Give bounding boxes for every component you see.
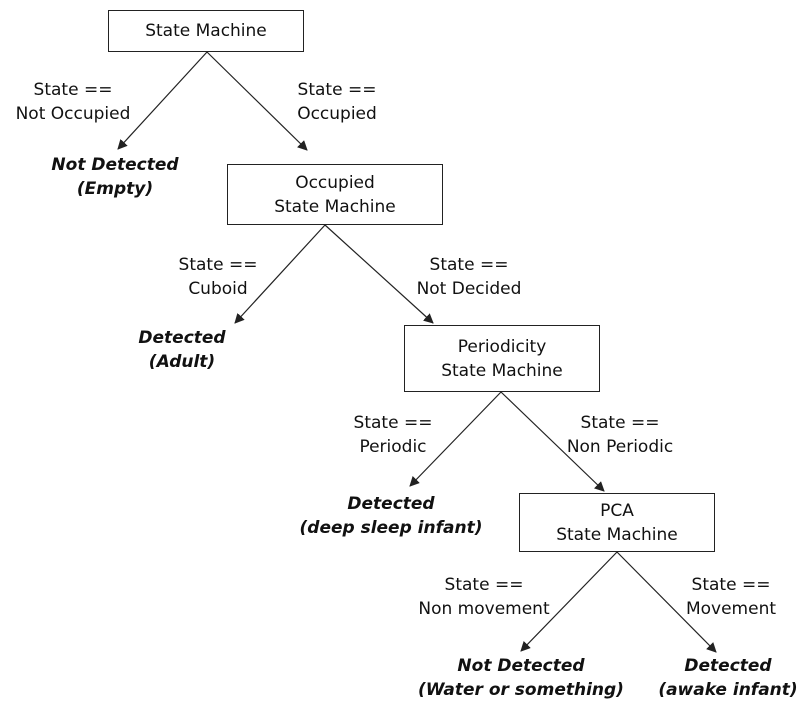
condition-line2: Not Decided [416,279,522,299]
condition-line2: Not Occupied [15,104,131,124]
result-not-detected-water: Not Detected (Water or something) [414,654,628,702]
arrow-periodicity-to-pca [500,391,605,492]
arrow-root-to-occupied [206,51,308,151]
arrow-pca-to-awake [616,551,717,653]
result-detected-awake-infant: Detected (awake infant) [656,654,800,702]
pca-state-machine-box: PCA State Machine [519,493,715,552]
condition-periodic: State == Periodic [338,411,448,459]
condition-movement: State == Movement [676,573,786,621]
condition-line2: Movement [685,599,777,619]
result-detected-adult: Detected (Adult) [122,326,242,374]
condition-line1: State == [178,255,258,275]
condition-line2: Cuboid [188,279,248,299]
condition-line1: State == [297,80,377,100]
result-not-detected-empty: Not Detected (Empty) [34,153,196,201]
state-machine-label: State Machine [145,21,267,41]
periodicity-box-line2: State Machine [441,360,563,381]
arrow-occupied-to-periodicity [324,224,434,324]
condition-line2: Periodic [359,437,427,457]
occupied-box-line2: State Machine [274,196,396,217]
result-line1: Detected [138,328,226,348]
result-line1: Detected [684,656,772,676]
state-machine-box: State Machine [108,10,304,52]
condition-line1: State == [444,575,524,595]
result-line2: (Water or something) [418,680,624,700]
condition-not-decided: State == Not Decided [404,253,534,301]
arrow-pca-to-water [520,551,618,652]
pca-box-line2: State Machine [556,524,678,545]
condition-line2: Non Periodic [566,437,674,457]
result-line1: Not Detected [51,155,179,175]
result-line1: Not Detected [457,656,585,676]
periodicity-box-line1: Periodicity [457,336,547,357]
result-line2: (Adult) [148,352,216,372]
arrow-occupied-to-adult [234,224,326,324]
condition-line1: State == [691,575,771,595]
result-line2: (Empty) [76,179,154,199]
pca-box-line1: PCA [600,500,634,521]
condition-occupied: State == Occupied [280,78,394,126]
condition-line2: Occupied [297,104,377,124]
condition-non-movement: State == Non movement [404,573,564,621]
result-detected-deep-sleep-infant: Detected (deep sleep infant) [294,492,488,540]
arrow-periodicity-to-deep-sleep [409,391,502,487]
occupied-state-machine-box: Occupied State Machine [227,164,443,225]
condition-not-occupied: State == Not Occupied [0,78,146,126]
condition-line1: State == [580,413,660,433]
result-line2: (awake infant) [658,680,798,700]
condition-line1: State == [429,255,509,275]
condition-line2: Non movement [418,599,550,619]
condition-line1: State == [353,413,433,433]
occupied-box-line1: Occupied [295,172,375,193]
result-line2: (deep sleep infant) [299,518,483,538]
periodicity-state-machine-box: Periodicity State Machine [404,325,600,392]
arrow-root-to-empty [117,51,208,150]
result-line1: Detected [347,494,435,514]
condition-non-periodic: State == Non Periodic [550,411,690,459]
condition-line1: State == [33,80,113,100]
condition-cuboid: State == Cuboid [164,253,272,301]
